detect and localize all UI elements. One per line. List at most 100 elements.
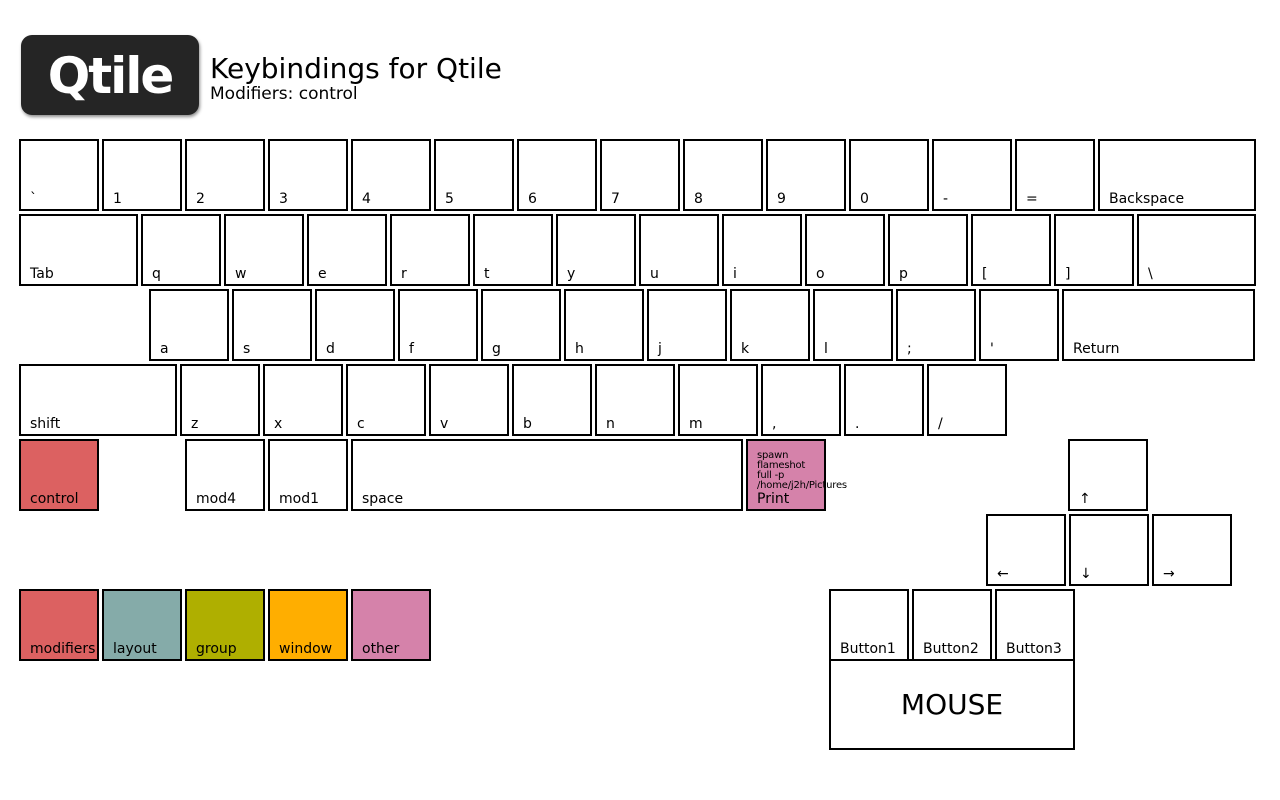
key-arrow-down: ↓: [1069, 514, 1149, 586]
legend-other: other: [351, 589, 431, 661]
key-2: 2: [185, 139, 265, 211]
key-label: g: [492, 341, 501, 357]
key-label: space: [362, 491, 404, 507]
key-k: k: [730, 289, 810, 361]
key-label: mod4: [196, 491, 236, 507]
key-label: ←: [997, 566, 1009, 582]
key-label: [: [982, 266, 988, 282]
key-label: Return: [1073, 341, 1120, 357]
key-label: d: [326, 341, 335, 357]
key-right-bracket: ]: [1054, 214, 1134, 286]
key-t: t: [473, 214, 553, 286]
key-label: Button3: [1006, 641, 1062, 657]
key-label: v: [440, 416, 449, 432]
key-z: z: [180, 364, 260, 436]
key-label: f: [409, 341, 414, 357]
qtile-logo-mark: Qtile: [48, 47, 175, 105]
key-3: 3: [268, 139, 348, 211]
key-space: space: [351, 439, 743, 511]
key-label: layout: [113, 641, 157, 657]
key-slash: /: [927, 364, 1007, 436]
key-h: h: [564, 289, 644, 361]
key-7: 7: [600, 139, 680, 211]
key-8: 8: [683, 139, 763, 211]
key-label: ;: [907, 341, 912, 357]
key-label: w: [235, 266, 247, 282]
key-arrow-right: →: [1152, 514, 1232, 586]
key-label: i: [733, 266, 737, 282]
key-label: j: [658, 341, 662, 357]
key-label: 7: [611, 191, 620, 207]
key-period: .: [844, 364, 924, 436]
key-5: 5: [434, 139, 514, 211]
key-m: m: [678, 364, 758, 436]
key-f: f: [398, 289, 478, 361]
mouse-button3: Button3: [995, 589, 1075, 661]
key-label: k: [741, 341, 750, 357]
key-1: 1: [102, 139, 182, 211]
key-label: u: [650, 266, 659, 282]
key-label: 3: [279, 191, 288, 207]
key-label: ↑: [1079, 491, 1091, 507]
key-c: c: [346, 364, 426, 436]
key-backtick: `: [19, 139, 99, 211]
key-label: ': [990, 341, 994, 357]
key-label: 5: [445, 191, 454, 207]
key-label: 2: [196, 191, 205, 207]
key-label: l: [824, 341, 828, 357]
key-mod1: mod1: [268, 439, 348, 511]
key-v: v: [429, 364, 509, 436]
key-label: window: [279, 641, 333, 657]
key-return: Return: [1062, 289, 1255, 361]
key-label: e: [318, 266, 327, 282]
key-e: e: [307, 214, 387, 286]
key-o: o: [805, 214, 885, 286]
key-w: w: [224, 214, 304, 286]
key-minus: -: [932, 139, 1012, 211]
key-label: Button2: [923, 641, 979, 657]
key-equals: =: [1015, 139, 1095, 211]
legend-group: group: [185, 589, 265, 661]
key-label: →: [1163, 566, 1175, 582]
key-label: 6: [528, 191, 537, 207]
key-label: mod1: [279, 491, 319, 507]
key-4: 4: [351, 139, 431, 211]
key-comma: ,: [761, 364, 841, 436]
key-label: n: [606, 416, 615, 432]
key-label: .: [855, 416, 860, 432]
key-label: `: [30, 191, 37, 207]
key-j: j: [647, 289, 727, 361]
key-b: b: [512, 364, 592, 436]
key-label: x: [274, 416, 283, 432]
key-label: 0: [860, 191, 869, 207]
legend-layout: layout: [102, 589, 182, 661]
mouse-button1: Button1: [829, 589, 909, 661]
key-label: 9: [777, 191, 786, 207]
key-backslash: \: [1137, 214, 1256, 286]
legend-window: window: [268, 589, 348, 661]
key-u: u: [639, 214, 719, 286]
key-a: a: [149, 289, 229, 361]
key-label: Print: [757, 491, 790, 507]
key-label: Button1: [840, 641, 896, 657]
key-label: control: [30, 491, 79, 507]
key-label: o: [816, 266, 825, 282]
key-label: m: [689, 416, 703, 432]
legend-modifiers: modifiers: [19, 589, 99, 661]
key-left-bracket: [: [971, 214, 1051, 286]
key-q: q: [141, 214, 221, 286]
key-n: n: [595, 364, 675, 436]
key-i: i: [722, 214, 802, 286]
key-semicolon: ;: [896, 289, 976, 361]
key-label: group: [196, 641, 237, 657]
key-label: 1: [113, 191, 122, 207]
key-label: Tab: [30, 266, 54, 282]
key-l: l: [813, 289, 893, 361]
key-label: r: [401, 266, 407, 282]
key-mod4: mod4: [185, 439, 265, 511]
key-label: h: [575, 341, 584, 357]
key-p: p: [888, 214, 968, 286]
key-label: b: [523, 416, 532, 432]
key-g: g: [481, 289, 561, 361]
